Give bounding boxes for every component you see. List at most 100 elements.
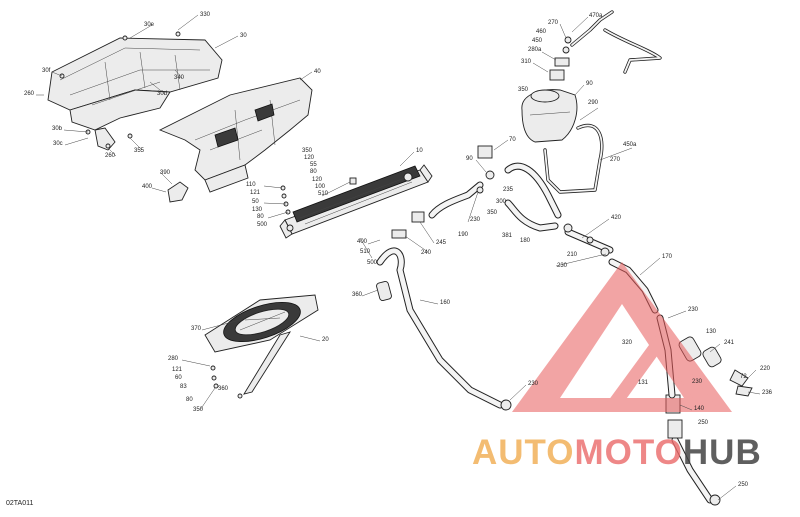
- callout-500a: 500: [257, 222, 268, 228]
- fan-shroud-20: [204, 294, 319, 399]
- callout-350c: 350: [487, 210, 498, 216]
- callout-230e: 230: [692, 379, 703, 385]
- radiator-10: [279, 164, 433, 239]
- callout-190: 190: [458, 232, 469, 238]
- callout-121a: 121: [250, 190, 261, 196]
- callout-40: 40: [314, 69, 321, 75]
- callout-30e: 30e: [144, 22, 155, 28]
- callout-240: 240: [421, 250, 432, 256]
- callout-245: 245: [436, 240, 447, 246]
- callout-131: 131: [638, 380, 649, 386]
- watermark-logo: [512, 262, 732, 412]
- callout-230c: 230: [528, 381, 539, 387]
- watermark-part-auto: AUTO: [472, 433, 575, 472]
- callout-260a: 260: [24, 91, 35, 97]
- coolant-reservoir: [521, 69, 578, 143]
- callout-120b: 120: [312, 177, 323, 183]
- callout-55: 55: [310, 162, 317, 168]
- callout-390: 390: [160, 170, 171, 176]
- watermark-part-moto: MOTO: [574, 433, 683, 472]
- callout-241: 241: [724, 340, 735, 346]
- callout-20: 20: [322, 337, 329, 343]
- callout-350b: 350: [518, 87, 529, 93]
- callout-30b: 30b: [52, 126, 63, 132]
- hose-235: [504, 162, 562, 219]
- overflow-hose-450a: [543, 124, 604, 194]
- callout-72: 72: [740, 374, 747, 380]
- callout-300: 300: [496, 199, 507, 205]
- callout-235: 235: [503, 187, 514, 193]
- callout-90b: 90: [466, 156, 473, 162]
- hose-160: [376, 247, 504, 409]
- callout-230d: 230: [688, 307, 699, 313]
- callout-450a: 450a: [623, 142, 637, 148]
- callout-170: 170: [662, 254, 673, 260]
- cap-fittings: [476, 36, 721, 506]
- watermark-part-hub: HUB: [682, 433, 762, 472]
- callout-270b: 270: [610, 157, 621, 163]
- callout-90a: 90: [586, 81, 593, 87]
- callout-121b: 121: [172, 367, 183, 373]
- side-panel-30: [47, 31, 223, 151]
- callout-330: 330: [200, 12, 211, 18]
- callout-350a: 350: [302, 148, 313, 154]
- callout-370: 370: [191, 326, 202, 332]
- callout-310: 310: [521, 59, 532, 65]
- callout-30f: 30f: [42, 68, 51, 74]
- leader-lines: [36, 14, 761, 501]
- callout-220: 220: [760, 366, 771, 372]
- callout-180: 180: [520, 238, 531, 244]
- callout-140: 140: [694, 406, 705, 412]
- callout-160: 160: [440, 300, 451, 306]
- callout-130b: 130: [706, 329, 717, 335]
- callout-450: 450: [532, 38, 543, 44]
- shroud-40: [158, 77, 313, 193]
- callout-80b: 80: [257, 214, 264, 220]
- callout-280a: 280a: [528, 47, 542, 53]
- callout-420: 420: [611, 215, 622, 221]
- callout-10: 10: [416, 148, 423, 154]
- callout-500b: 500: [367, 260, 378, 266]
- callout-110: 110: [246, 182, 256, 188]
- callout-236: 236: [762, 390, 773, 396]
- callout-210: 210: [567, 252, 578, 258]
- callout-130: 130: [252, 207, 263, 213]
- hose-180: [504, 199, 559, 232]
- callout-350d: 350: [193, 407, 204, 413]
- callout-360: 360: [352, 292, 363, 298]
- callout-100: 100: [315, 184, 326, 190]
- callout-270a: 270: [548, 20, 559, 26]
- callout-80a: 80: [310, 169, 317, 175]
- watermark-text: AUTOMOTOHUB: [472, 433, 762, 473]
- callout-60: 60: [175, 375, 182, 381]
- callout-30: 30: [240, 33, 247, 39]
- callout-70: 70: [509, 137, 516, 143]
- callout-400a: 400: [142, 184, 153, 190]
- callout-230b: 230: [557, 263, 568, 269]
- hose-190: [428, 181, 484, 219]
- clip-72: [729, 369, 753, 397]
- callout-120a: 120: [304, 155, 315, 161]
- callout-labels: 330 30e 30 30f 30d 340 260 30b 30c 260 3…: [24, 12, 773, 488]
- vent-hose-470a: [570, 10, 662, 74]
- callout-80c: 80: [186, 397, 193, 403]
- callout-250a: 250: [698, 420, 709, 426]
- callout-400b: 400: [357, 239, 368, 245]
- callout-250b: 250: [738, 482, 749, 488]
- clip-400: [167, 181, 189, 203]
- callout-230a: 230: [470, 217, 481, 223]
- callout-280: 280: [168, 356, 179, 362]
- callout-290: 290: [588, 100, 599, 106]
- hose-250: [671, 436, 714, 504]
- callout-260b: 260: [105, 153, 116, 159]
- callout-50: 50: [252, 199, 259, 205]
- callout-460: 460: [536, 29, 547, 35]
- diagram-reference-code: 02TA011: [6, 500, 34, 507]
- callout-83: 83: [180, 384, 187, 390]
- hose-360: [376, 280, 392, 302]
- callout-320: 320: [622, 340, 633, 346]
- callout-355: 355: [134, 148, 145, 154]
- callout-381: 381: [502, 233, 513, 239]
- callout-340: 340: [174, 75, 185, 81]
- callout-30d: 30d: [157, 91, 167, 97]
